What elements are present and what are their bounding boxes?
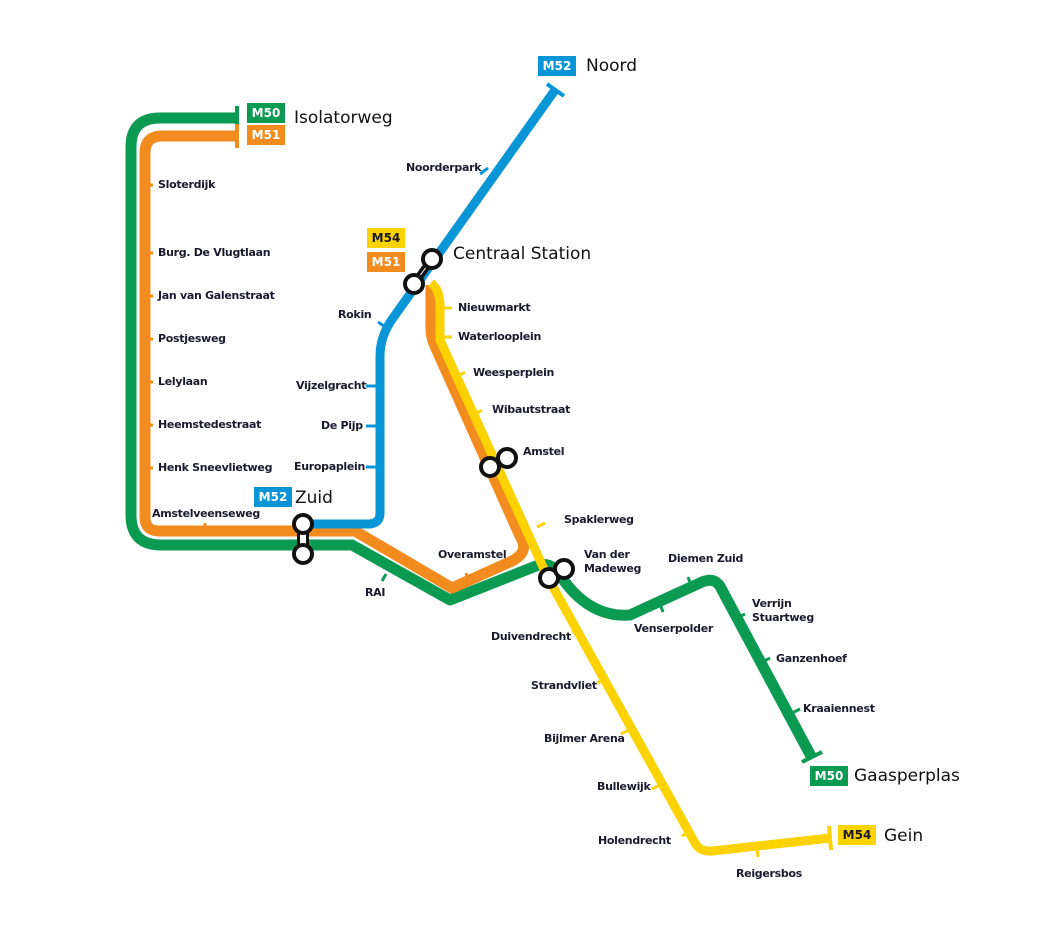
station-spaklerweg[interactable]: Spaklerweg xyxy=(564,513,634,526)
station-verrijn-stuartweg[interactable]: Verrijn Stuartweg xyxy=(752,597,814,624)
station-bullewijk[interactable]: Bullewijk xyxy=(597,780,651,793)
station-weesperplein[interactable]: Weesperplein xyxy=(473,366,555,379)
badge-m52-noord: M52 xyxy=(538,56,576,76)
station-amstelveenseweg[interactable]: Amstelveenseweg xyxy=(152,507,260,520)
station-de-pijp[interactable]: De Pijp xyxy=(321,419,363,432)
station-holendrecht[interactable]: Holendrecht xyxy=(598,834,671,847)
interchange-zuid xyxy=(292,513,314,565)
terminal-zuid[interactable]: Zuid xyxy=(295,488,333,508)
station-jan-van-galenstraat[interactable]: Jan van Galenstraat xyxy=(158,289,275,302)
interchange-centraal xyxy=(403,248,443,295)
station-sloterdijk[interactable]: Sloterdijk xyxy=(158,178,216,191)
badge-m52-zuid: M52 xyxy=(254,487,292,507)
station-wibautstraat[interactable]: Wibautstraat xyxy=(492,403,571,416)
station-van-der-madeweg[interactable]: Van der Madeweg xyxy=(584,548,642,575)
station-ganzenhoef[interactable]: Ganzenhoef xyxy=(776,652,847,665)
badge-m54-centraal: M54 xyxy=(367,228,405,248)
station-kraaiennest[interactable]: Kraaiennest xyxy=(803,702,875,715)
station-duivendrecht[interactable]: Duivendrecht xyxy=(491,630,571,643)
station-nieuwmarkt[interactable]: Nieuwmarkt xyxy=(458,301,531,314)
interchange-van-der-madeweg xyxy=(538,558,575,589)
station-burg-de-vlugtlaan[interactable]: Burg. De Vlugtlaan xyxy=(158,246,271,259)
line-m51[interactable] xyxy=(139,130,530,594)
station-reigersbos[interactable]: Reigersbos xyxy=(736,867,802,880)
station-vijzelgracht[interactable]: Vijzelgracht xyxy=(296,379,367,392)
terminal-isolatorweg[interactable]: Isolatorweg xyxy=(294,108,393,128)
line-m52[interactable] xyxy=(303,87,559,529)
station-rokin[interactable]: Rokin xyxy=(338,308,372,321)
station-bijlmer-arena[interactable]: Bijlmer Arena xyxy=(544,732,625,745)
station-europaplein[interactable]: Europaplein xyxy=(294,460,366,473)
station-overamstel[interactable]: Overamstel xyxy=(438,548,507,561)
badge-m50-isolatorweg: M50 xyxy=(247,103,285,123)
badge-m54-gein: M54 xyxy=(838,825,876,845)
badge-m51-centraal: M51 xyxy=(367,252,405,272)
line-m50[interactable] xyxy=(125,112,817,761)
terminal-gein[interactable]: Gein xyxy=(884,826,924,846)
station-venserpolder[interactable]: Venserpolder xyxy=(634,622,713,635)
station-strandvliet[interactable]: Strandvliet xyxy=(531,679,597,692)
badge-m50-gaasperplas: M50 xyxy=(810,766,848,786)
station-lelylaan[interactable]: Lelylaan xyxy=(158,375,208,388)
interchange-amstel xyxy=(479,447,518,478)
station-heemstedestraat[interactable]: Heemstedestraat xyxy=(158,418,262,431)
terminal-centraal-station[interactable]: Centraal Station xyxy=(453,244,592,264)
terminal-noord[interactable]: Noord xyxy=(586,56,637,76)
station-diemen-zuid[interactable]: Diemen Zuid xyxy=(668,552,744,565)
station-noorderpark[interactable]: Noorderpark xyxy=(406,161,482,174)
terminal-gaasperplas[interactable]: Gaasperplas xyxy=(854,766,960,786)
station-amstel[interactable]: Amstel xyxy=(523,445,565,458)
station-rai[interactable]: RAI xyxy=(365,586,386,599)
station-henk-sneevlietweg[interactable]: Henk Sneevlietweg xyxy=(158,461,273,474)
badge-m51-isolatorweg: M51 xyxy=(247,125,285,145)
station-waterlooplein[interactable]: Waterlooplein xyxy=(458,330,541,343)
station-postjesweg[interactable]: Postjesweg xyxy=(158,332,226,345)
